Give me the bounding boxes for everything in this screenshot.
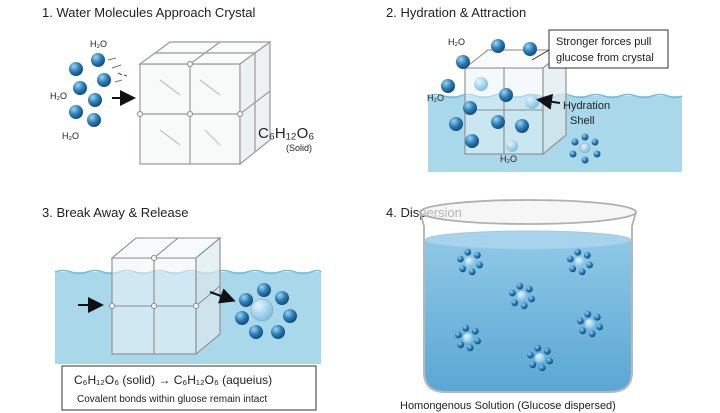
solid-label: (Solid) bbox=[286, 143, 312, 153]
released-glucose bbox=[235, 283, 297, 339]
glucose-cluster bbox=[509, 282, 535, 310]
release-arrow bbox=[209, 288, 236, 304]
panel-1-title: 1. Water Molecules Approach Crystal bbox=[42, 5, 255, 20]
h2o-label: H₂O bbox=[500, 154, 517, 164]
panel-2-title: 2. Hydration & Attraction bbox=[386, 5, 526, 20]
glucose-cluster bbox=[577, 310, 603, 338]
dispersed-glucose bbox=[455, 248, 603, 372]
beaker bbox=[419, 199, 637, 393]
hydration-arrow bbox=[536, 93, 561, 110]
h2o-label: H₂O bbox=[50, 91, 67, 101]
glucose-cluster bbox=[569, 133, 601, 164]
glucose-cluster bbox=[527, 344, 553, 372]
water-molecules bbox=[69, 53, 128, 127]
bonds-note: Covalent bonds within gluose remain inta… bbox=[77, 394, 267, 405]
panel-4: 4. Dispersion Homongenous Solution (Gluc… bbox=[386, 199, 637, 412]
callout-box bbox=[548, 29, 669, 69]
glucose-cluster bbox=[457, 248, 483, 276]
panel-3-title: 3. Break Away & Release bbox=[42, 205, 188, 220]
callout-text: glucose from crystal bbox=[556, 52, 654, 64]
h2o-label: H₂O bbox=[90, 39, 107, 49]
glucose-crystal bbox=[136, 40, 272, 166]
dissolution-equation: C₆H₁₂O₆ (solid) → C₆H₁₂O₆ (aqueius) bbox=[74, 373, 272, 387]
callout-text: Stronger forces pull bbox=[556, 36, 651, 48]
panel-3: 3. Break Away & Release bbox=[42, 205, 322, 411]
hydration-label: Hydration bbox=[563, 100, 610, 112]
h2o-label: H₂O bbox=[62, 131, 79, 141]
hydration-label: Shell bbox=[570, 115, 594, 127]
dissolving-crystal bbox=[108, 236, 222, 356]
panel-2: 2. Hydration & Attraction H₂O H₂O bbox=[386, 5, 683, 172]
h2o-label: H₂O bbox=[448, 37, 465, 47]
h2o-label: H₂O bbox=[427, 93, 444, 103]
equation-box bbox=[61, 365, 317, 411]
hydration-molecules bbox=[441, 39, 539, 152]
glucose-formula: C₆H₁₂O₆ bbox=[258, 125, 314, 142]
glucose-cluster bbox=[567, 248, 593, 276]
panel-1: 1. Water Molecules Approach Crystal H₂O … bbox=[42, 5, 314, 166]
glucose-cluster bbox=[455, 324, 481, 352]
solution-caption: Homongenous Solution (Glucose dispersed) bbox=[400, 400, 616, 412]
